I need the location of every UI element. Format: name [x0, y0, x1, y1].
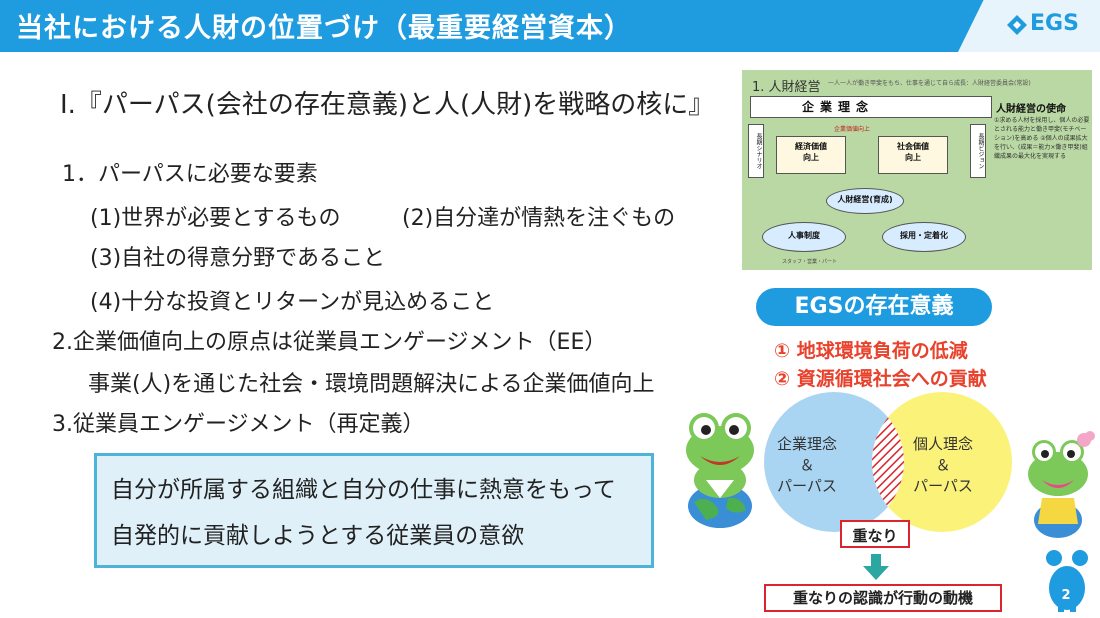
venn-left-label: 企業理念 ＆ パーパス: [776, 435, 837, 495]
venn-left-circle: [764, 392, 904, 532]
thumbnail-mission-text: ①求める人材を採用し、個人の必要とされる能力と働き甲斐(モチベーション)を高める…: [994, 117, 1090, 160]
frog-mascot-image: [686, 413, 754, 528]
venn-diagram: [764, 392, 1012, 532]
definition-box: 自分が所属する組織と自分の仕事に熱意をもって 自発的に貢献しようとする従業員の意…: [94, 453, 654, 568]
frog-girl-mascot-image: [1028, 431, 1095, 538]
thumbnail-social-box: 社会価値 向上: [878, 136, 948, 174]
thumbnail-hr-oval: 人事制度: [762, 222, 846, 252]
thumbnail-econ-box: 経済価値 向上: [776, 136, 846, 174]
definition-line: 自発的に貢献しようとする従業員の意欲: [111, 523, 525, 549]
header-bar: [0, 0, 1100, 52]
venn-right-label: 個人理念 ＆ パーパス: [912, 435, 973, 495]
page-number-mascot-icon: [1046, 550, 1088, 612]
logo-text: EGS: [1030, 11, 1079, 36]
thumbnail-recruit-oval: 採用・定着化: [882, 222, 966, 252]
purpose-item: ② 資源循環社会への貢献: [774, 368, 987, 390]
thumbnail-left-label: 長期シナリオ: [748, 124, 764, 178]
section2-detail: 事業(人)を通じた社会・環境問題解決による企業価値向上: [88, 372, 655, 397]
thumbnail-value-label: 企業価値向上: [834, 126, 871, 133]
definition-line: 自分が所属する組織と自分の仕事に熱意をもって: [111, 477, 616, 503]
thumbnail-title: 1. 人財経営: [752, 80, 821, 95]
slide-thumbnail: 1. 人財経営 一人一人が働き甲斐をもち、仕事を通じて自ら成長：人財経営委員会(…: [742, 70, 1092, 270]
purpose-title: EGSの存在意義: [756, 288, 992, 326]
thumbnail-mission-title: 人財経営の使命: [996, 104, 1066, 115]
list-item: (2)自分達が情熱を注ぐもの: [402, 206, 676, 231]
page-title: 当社における人財の位置づけ（最重要経営資本）: [16, 13, 632, 44]
list-item: (4)十分な投資とリターンが見込めること: [90, 290, 495, 315]
overlap-label: 重なり: [840, 520, 910, 548]
thumbnail-banner-label: 企業理念: [802, 100, 875, 114]
thumbnail-right-label: 長期ビジョン: [970, 124, 986, 178]
venn-right-circle: [872, 392, 1012, 532]
section1-title: 1．パーパスに必要な要素: [62, 162, 318, 187]
motive-conclusion: 重なりの認識が行動の動機: [764, 584, 1002, 612]
page-number: 2: [1061, 588, 1071, 603]
thumbnail-core-oval: 人財経営(育成): [826, 188, 904, 214]
thumbnail-subtitle: 一人一人が働き甲斐をもち、仕事を通じて自ら成長：人財経営委員会(常設): [828, 80, 1031, 87]
logo-panel: [958, 0, 1100, 52]
section3-title: 3.従業員エンゲージメント（再定義）: [52, 412, 425, 437]
list-item: (1)世界が必要とするもの: [90, 206, 341, 231]
section2-title: 2.企業価値向上の原点は従業員エンゲージメント（EE）: [52, 330, 607, 355]
egs-logo-icon: [1007, 15, 1027, 35]
thumbnail-footer: スタッフ・営業・パート: [782, 259, 838, 265]
thumbnail-banner: [750, 96, 992, 118]
down-arrow-icon: [863, 554, 889, 580]
purpose-item: ① 地球環境負荷の低減: [774, 340, 968, 362]
main-heading: Ⅰ.『パーパス(会社の存在意義)と人(人財)を戦略の核に』: [60, 90, 715, 120]
list-item: (3)自社の得意分野であること: [90, 246, 385, 271]
